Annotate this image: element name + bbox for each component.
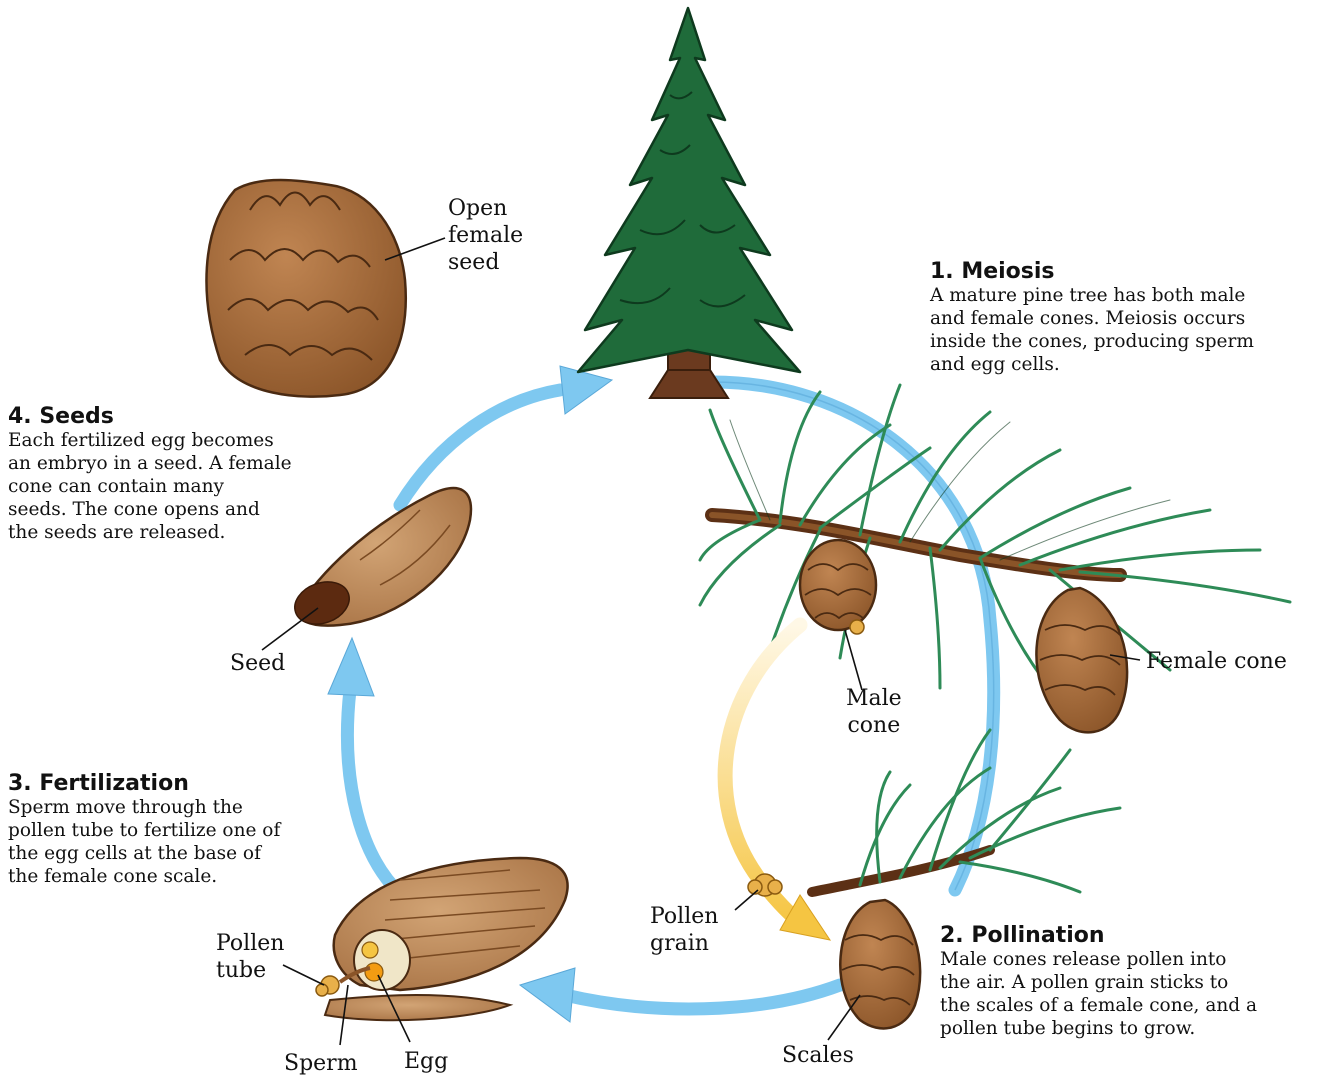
stage-seeds: 4. Seeds Each fertilized egg becomes an … — [8, 404, 292, 544]
stage-fertilization-heading: 3. Fertilization — [8, 771, 280, 796]
stage-seeds-heading: 4. Seeds — [8, 404, 292, 429]
stage-fertilization: 3. Fertilization Sperm move through the … — [8, 771, 280, 888]
stage-meiosis: 1. Meiosis A mature pine tree has both m… — [930, 259, 1254, 376]
pollen-grain-on-scale — [316, 976, 339, 996]
stage-pollination: 2. Pollination Male cones release pollen… — [940, 923, 1257, 1040]
open-female-cone — [206, 180, 405, 397]
leader-pollen-tube — [283, 965, 324, 985]
label-open-cone: Open female seed — [448, 195, 523, 276]
label-scales: Scales — [782, 1042, 854, 1069]
cycle-arrow-pollination — [565, 985, 840, 1009]
stage-seeds-body: Each fertilized egg becomes an embryo in… — [8, 429, 292, 544]
stage-meiosis-body: A mature pine tree has both male and fem… — [930, 284, 1254, 376]
label-female-cone: Female cone — [1146, 648, 1287, 675]
cycle-arrow-fertilization — [347, 690, 405, 898]
label-seed: Seed — [230, 650, 285, 677]
label-pollen-grain: Pollen grain — [650, 903, 718, 957]
pine-tree — [578, 8, 800, 398]
label-pollen-tube: Pollen tube — [216, 930, 284, 984]
stage-pollination-heading: 2. Pollination — [940, 923, 1257, 948]
female-cone — [1036, 588, 1127, 732]
label-male-cone: Male cone — [846, 685, 902, 739]
leader-male-cone — [845, 630, 862, 690]
male-cone — [800, 540, 876, 634]
stage-pollination-body: Male cones release pollen into the air. … — [940, 948, 1257, 1040]
leader-scales — [828, 995, 860, 1040]
label-egg: Egg — [404, 1048, 448, 1075]
female-cone-small — [840, 900, 920, 1028]
label-sperm: Sperm — [284, 1050, 358, 1077]
cone-scale — [316, 858, 568, 1020]
stage-meiosis-heading: 1. Meiosis — [930, 259, 1254, 284]
stage-fertilization-body: Sperm move through the pollen tube to fe… — [8, 796, 280, 888]
leader-pollen-grain — [735, 890, 758, 910]
leader-seed — [262, 608, 318, 650]
cycle-arrow-seeds — [400, 390, 560, 505]
